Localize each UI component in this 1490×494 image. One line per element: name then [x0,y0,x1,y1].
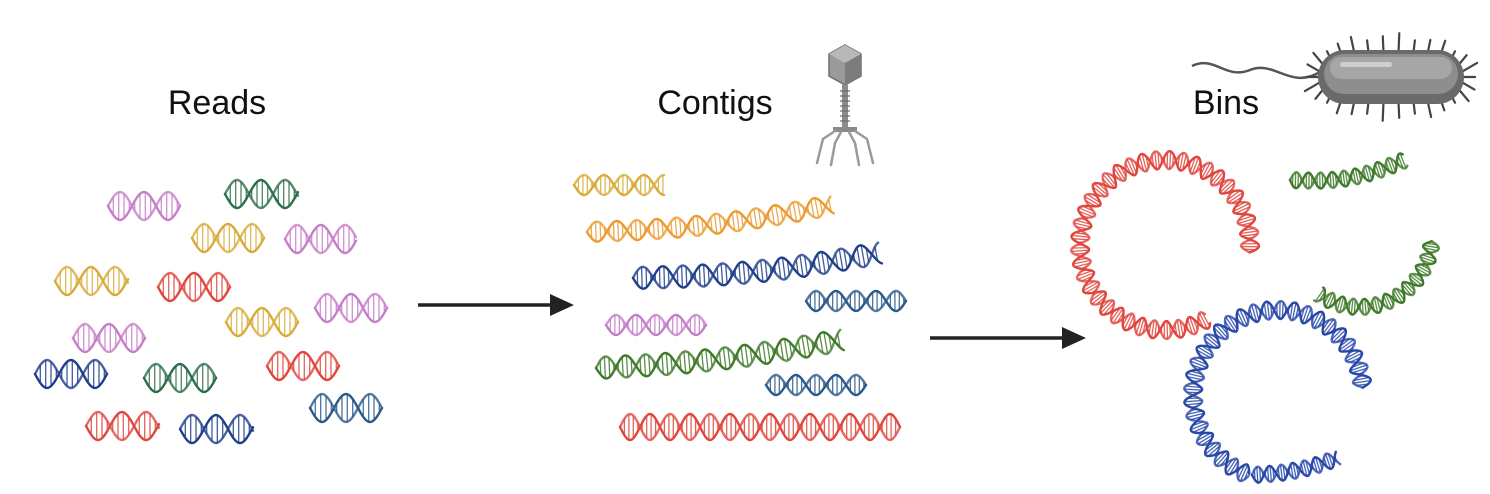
bin-green-fragment [1288,152,1409,190]
read-dna-1 [106,190,182,222]
bin-red-circle [1070,149,1261,341]
bin-blue-fragment [1250,450,1342,485]
contigs-label: Contigs [657,84,772,122]
read-dna-14 [84,410,161,442]
bin-blue-arc [1182,299,1373,483]
contig-dna-6 [594,328,845,380]
bin-green-arc [1313,240,1441,316]
contigs-dna-group [572,173,908,442]
read-dna-5 [53,265,130,297]
read-dna-4 [283,223,358,255]
read-dna-12 [265,350,341,382]
arrow-right-icon [550,294,574,316]
contig-dna-7 [764,373,868,397]
read-dna-2 [223,178,300,210]
bacterium-icon [1191,32,1479,122]
arrow-reads-to-contigs [418,294,574,316]
read-dna-3 [190,222,266,254]
read-dna-15 [178,413,255,445]
read-dna-8 [313,292,389,324]
read-dna-9 [71,322,147,354]
read-dna-10 [33,358,109,390]
contig-dna-5 [604,313,708,337]
reads-dna-group [33,178,389,445]
contig-dna-1 [572,173,666,197]
read-dna-13 [308,392,384,424]
read-dna-11 [142,362,218,394]
bins-label: Bins [1193,84,1259,122]
contig-dna-4 [804,289,908,313]
contig-dna-3 [631,241,884,290]
read-dna-7 [224,306,300,338]
bacteriophage-icon [815,44,875,167]
bins-dna-group [1070,149,1441,485]
reads-label: Reads [168,84,266,122]
arrow-contigs-to-bins [930,327,1086,349]
arrow-right-icon [1062,327,1086,349]
contig-dna-2 [585,195,835,243]
read-dna-6 [156,271,232,303]
contig-dna-8 [618,412,902,442]
